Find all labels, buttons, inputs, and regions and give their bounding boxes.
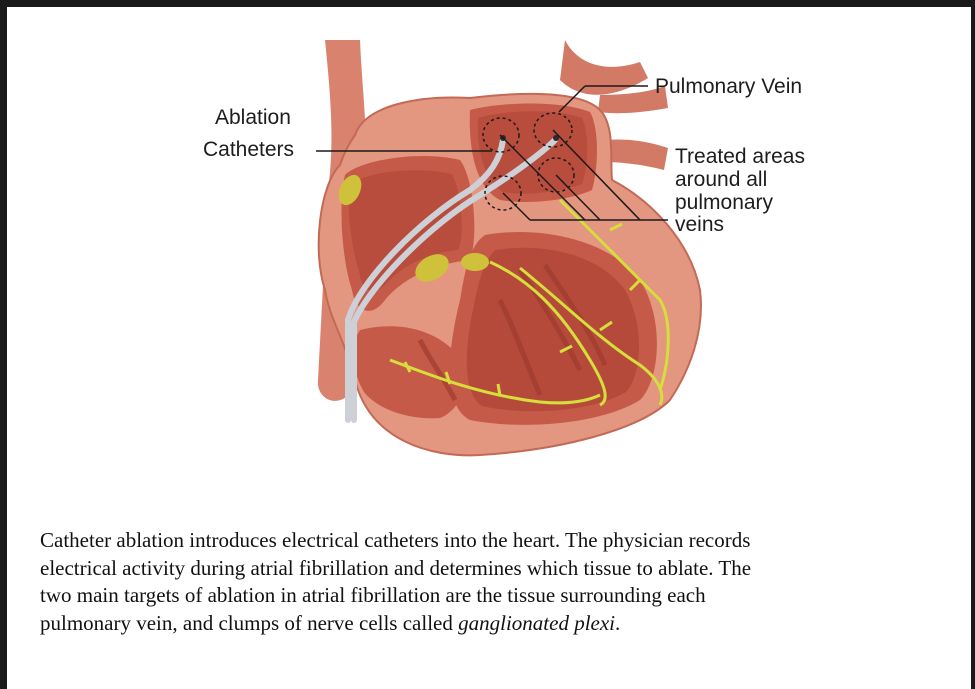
caption-line-1: Catheter ablation introduces electrical …	[40, 527, 968, 555]
caption-line-4-prefix: pulmonary vein, and clumps of nerve cell…	[40, 611, 458, 635]
caption-line-2: electrical activity during atrial fibril…	[40, 555, 968, 583]
treated-areas-label-line2: around all	[675, 169, 767, 190]
caption-line-4-suffix: .	[615, 611, 620, 635]
figure-caption: Catheter ablation introduces electrical …	[40, 527, 968, 637]
ablation-catheters-label-line2: Catheters	[203, 139, 294, 160]
pulmonary-vein-label: Pulmonary Vein	[655, 76, 802, 97]
caption-line-4: pulmonary vein, and clumps of nerve cell…	[40, 610, 968, 638]
caption-italic-term: ganglionated plexi	[458, 611, 615, 635]
treated-areas-label-line3: pulmonary	[675, 192, 773, 213]
caption-line-3: two main targets of ablation in atrial f…	[40, 582, 968, 610]
ablation-catheters-label-line1: Ablation	[215, 107, 291, 128]
treated-areas-label-line4: veins	[675, 214, 724, 235]
treated-areas-label-line1: Treated areas	[675, 146, 805, 167]
